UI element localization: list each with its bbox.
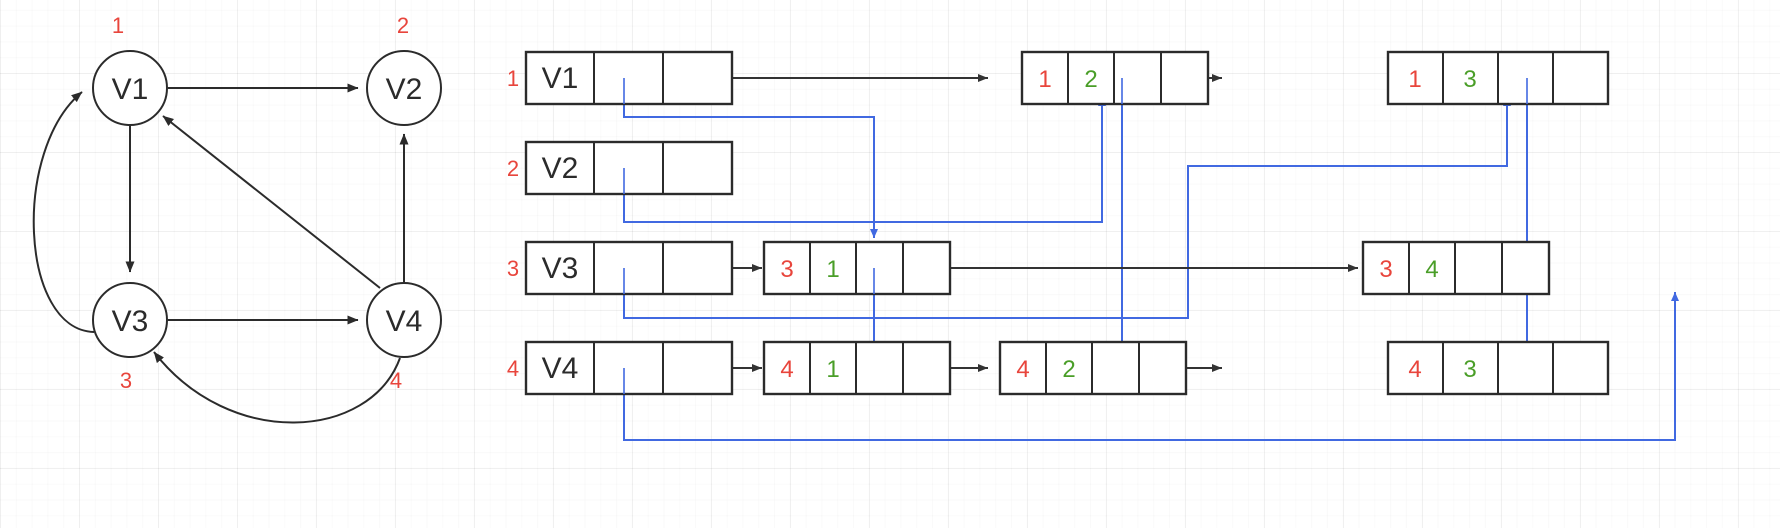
graph-vertex-v1[interactable] bbox=[92, 50, 168, 126]
graph-vertex-v2-label: V2 bbox=[386, 73, 423, 106]
vertex-header-v1-label: V1 bbox=[542, 62, 579, 95]
edge-node-1-2-tail: 1 bbox=[1038, 66, 1051, 93]
edge-node-3-1-head: 1 bbox=[826, 256, 839, 283]
edge-node-3-4[interactable]: 3 4 bbox=[1361, 240, 1551, 296]
edge-node-1-2[interactable]: 1 2 bbox=[1020, 50, 1210, 106]
edge-node-3-1[interactable]: 3 1 bbox=[762, 240, 952, 296]
graph-vertex-v4-index: 4 bbox=[390, 368, 402, 393]
adjacency-row-4: 4 V4 4 1 4 2 bbox=[507, 340, 1610, 396]
edge-node-4-1-head: 1 bbox=[826, 356, 839, 383]
edge-node-4-3-head: 3 bbox=[1463, 356, 1476, 383]
vertex-header-v4[interactable]: V4 bbox=[524, 340, 734, 396]
blue-link-v3-head-to-n13 bbox=[623, 97, 1511, 319]
graph-vertex-v3-label: V3 bbox=[112, 305, 149, 338]
edge-node-4-1-tail: 4 bbox=[780, 356, 793, 383]
adjacency-row-2: 2 V2 bbox=[507, 140, 734, 196]
edge-node-3-4-tail: 3 bbox=[1379, 256, 1392, 283]
row-index-2: 2 bbox=[507, 156, 519, 181]
blue-overlay-ticks bbox=[623, 78, 1528, 394]
graph-vertex-v1-label: V1 bbox=[112, 73, 149, 106]
edge-node-4-3-tail: 4 bbox=[1408, 356, 1421, 383]
edge-node-4-1[interactable]: 4 1 bbox=[762, 340, 952, 396]
edge-node-4-2-head: 2 bbox=[1062, 356, 1075, 383]
vertex-header-v2[interactable]: V2 bbox=[524, 140, 734, 196]
graph-vertex-v3-index: 3 bbox=[120, 368, 132, 393]
vertex-header-v4-label: V4 bbox=[542, 352, 579, 385]
graph-vertex-v1-index: 1 bbox=[112, 13, 124, 38]
graph-vertex-v4[interactable] bbox=[366, 282, 442, 358]
graph-vertex-v3[interactable] bbox=[92, 282, 168, 358]
row-index-4: 4 bbox=[507, 356, 519, 381]
graph-vertex-v2-index: 2 bbox=[397, 13, 409, 38]
graph-panel: V1 1 V2 2 V3 3 V4 4 bbox=[32, 13, 442, 424]
edge-node-1-3[interactable]: 1 3 bbox=[1386, 50, 1610, 106]
edge-node-1-3-head: 3 bbox=[1463, 66, 1476, 93]
graph-vertex-v4-label: V4 bbox=[386, 305, 423, 338]
edge-node-4-2[interactable]: 4 2 bbox=[998, 340, 1188, 396]
edge-node-3-1-tail: 3 bbox=[780, 256, 793, 283]
blue-link-v4-head-to-n34 bbox=[623, 292, 1679, 441]
edge-node-1-3-tail: 1 bbox=[1408, 66, 1421, 93]
graph-vertex-v2[interactable] bbox=[366, 50, 442, 126]
adjacency-row-3: 3 V3 3 1 3 4 bbox=[507, 240, 1551, 296]
vertex-header-v1[interactable]: V1 bbox=[524, 50, 734, 106]
edge-node-4-3[interactable]: 4 3 bbox=[1386, 340, 1610, 396]
graph-edge-v4-v1 bbox=[162, 115, 381, 289]
vertex-header-v2-label: V2 bbox=[542, 152, 579, 185]
edge-node-1-2-head: 2 bbox=[1084, 66, 1097, 93]
vertex-header-v3[interactable]: V3 bbox=[524, 240, 734, 296]
graph-edge-v3-v1 bbox=[32, 91, 95, 333]
row-index-3: 3 bbox=[507, 256, 519, 281]
vertex-header-v3-label: V3 bbox=[542, 252, 579, 285]
edge-node-4-2-tail: 4 bbox=[1016, 356, 1029, 383]
graph-edge-v4-v3 bbox=[153, 351, 401, 424]
row-index-1: 1 bbox=[507, 66, 519, 91]
edge-node-3-4-head: 4 bbox=[1425, 256, 1438, 283]
adjacency-row-1: 1 V1 1 2 1 3 bbox=[507, 50, 1610, 106]
